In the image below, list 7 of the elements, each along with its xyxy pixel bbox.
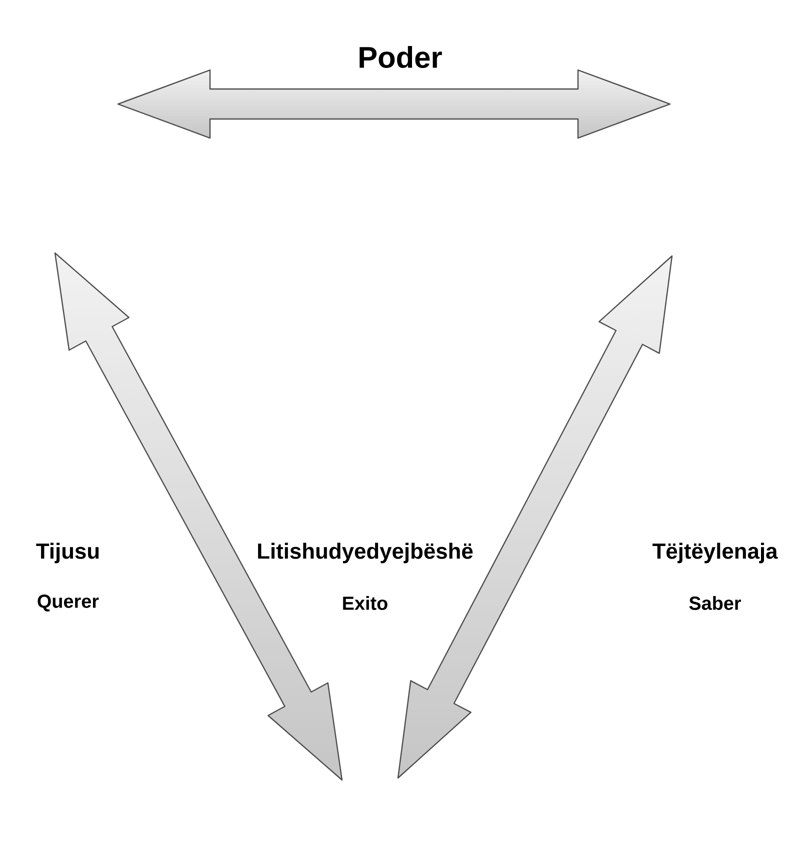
heading-label: Tijusu [36, 542, 99, 564]
sub-label: Exito [343, 596, 388, 610]
heading-label: Litishudyedyejbëshë [258, 542, 473, 564]
heading-label: Tëjtëylenaja [652, 542, 778, 564]
heading-label: Poder [360, 46, 442, 68]
sub-label: Querer [38, 594, 99, 612]
sub-label: Saber [689, 596, 741, 610]
